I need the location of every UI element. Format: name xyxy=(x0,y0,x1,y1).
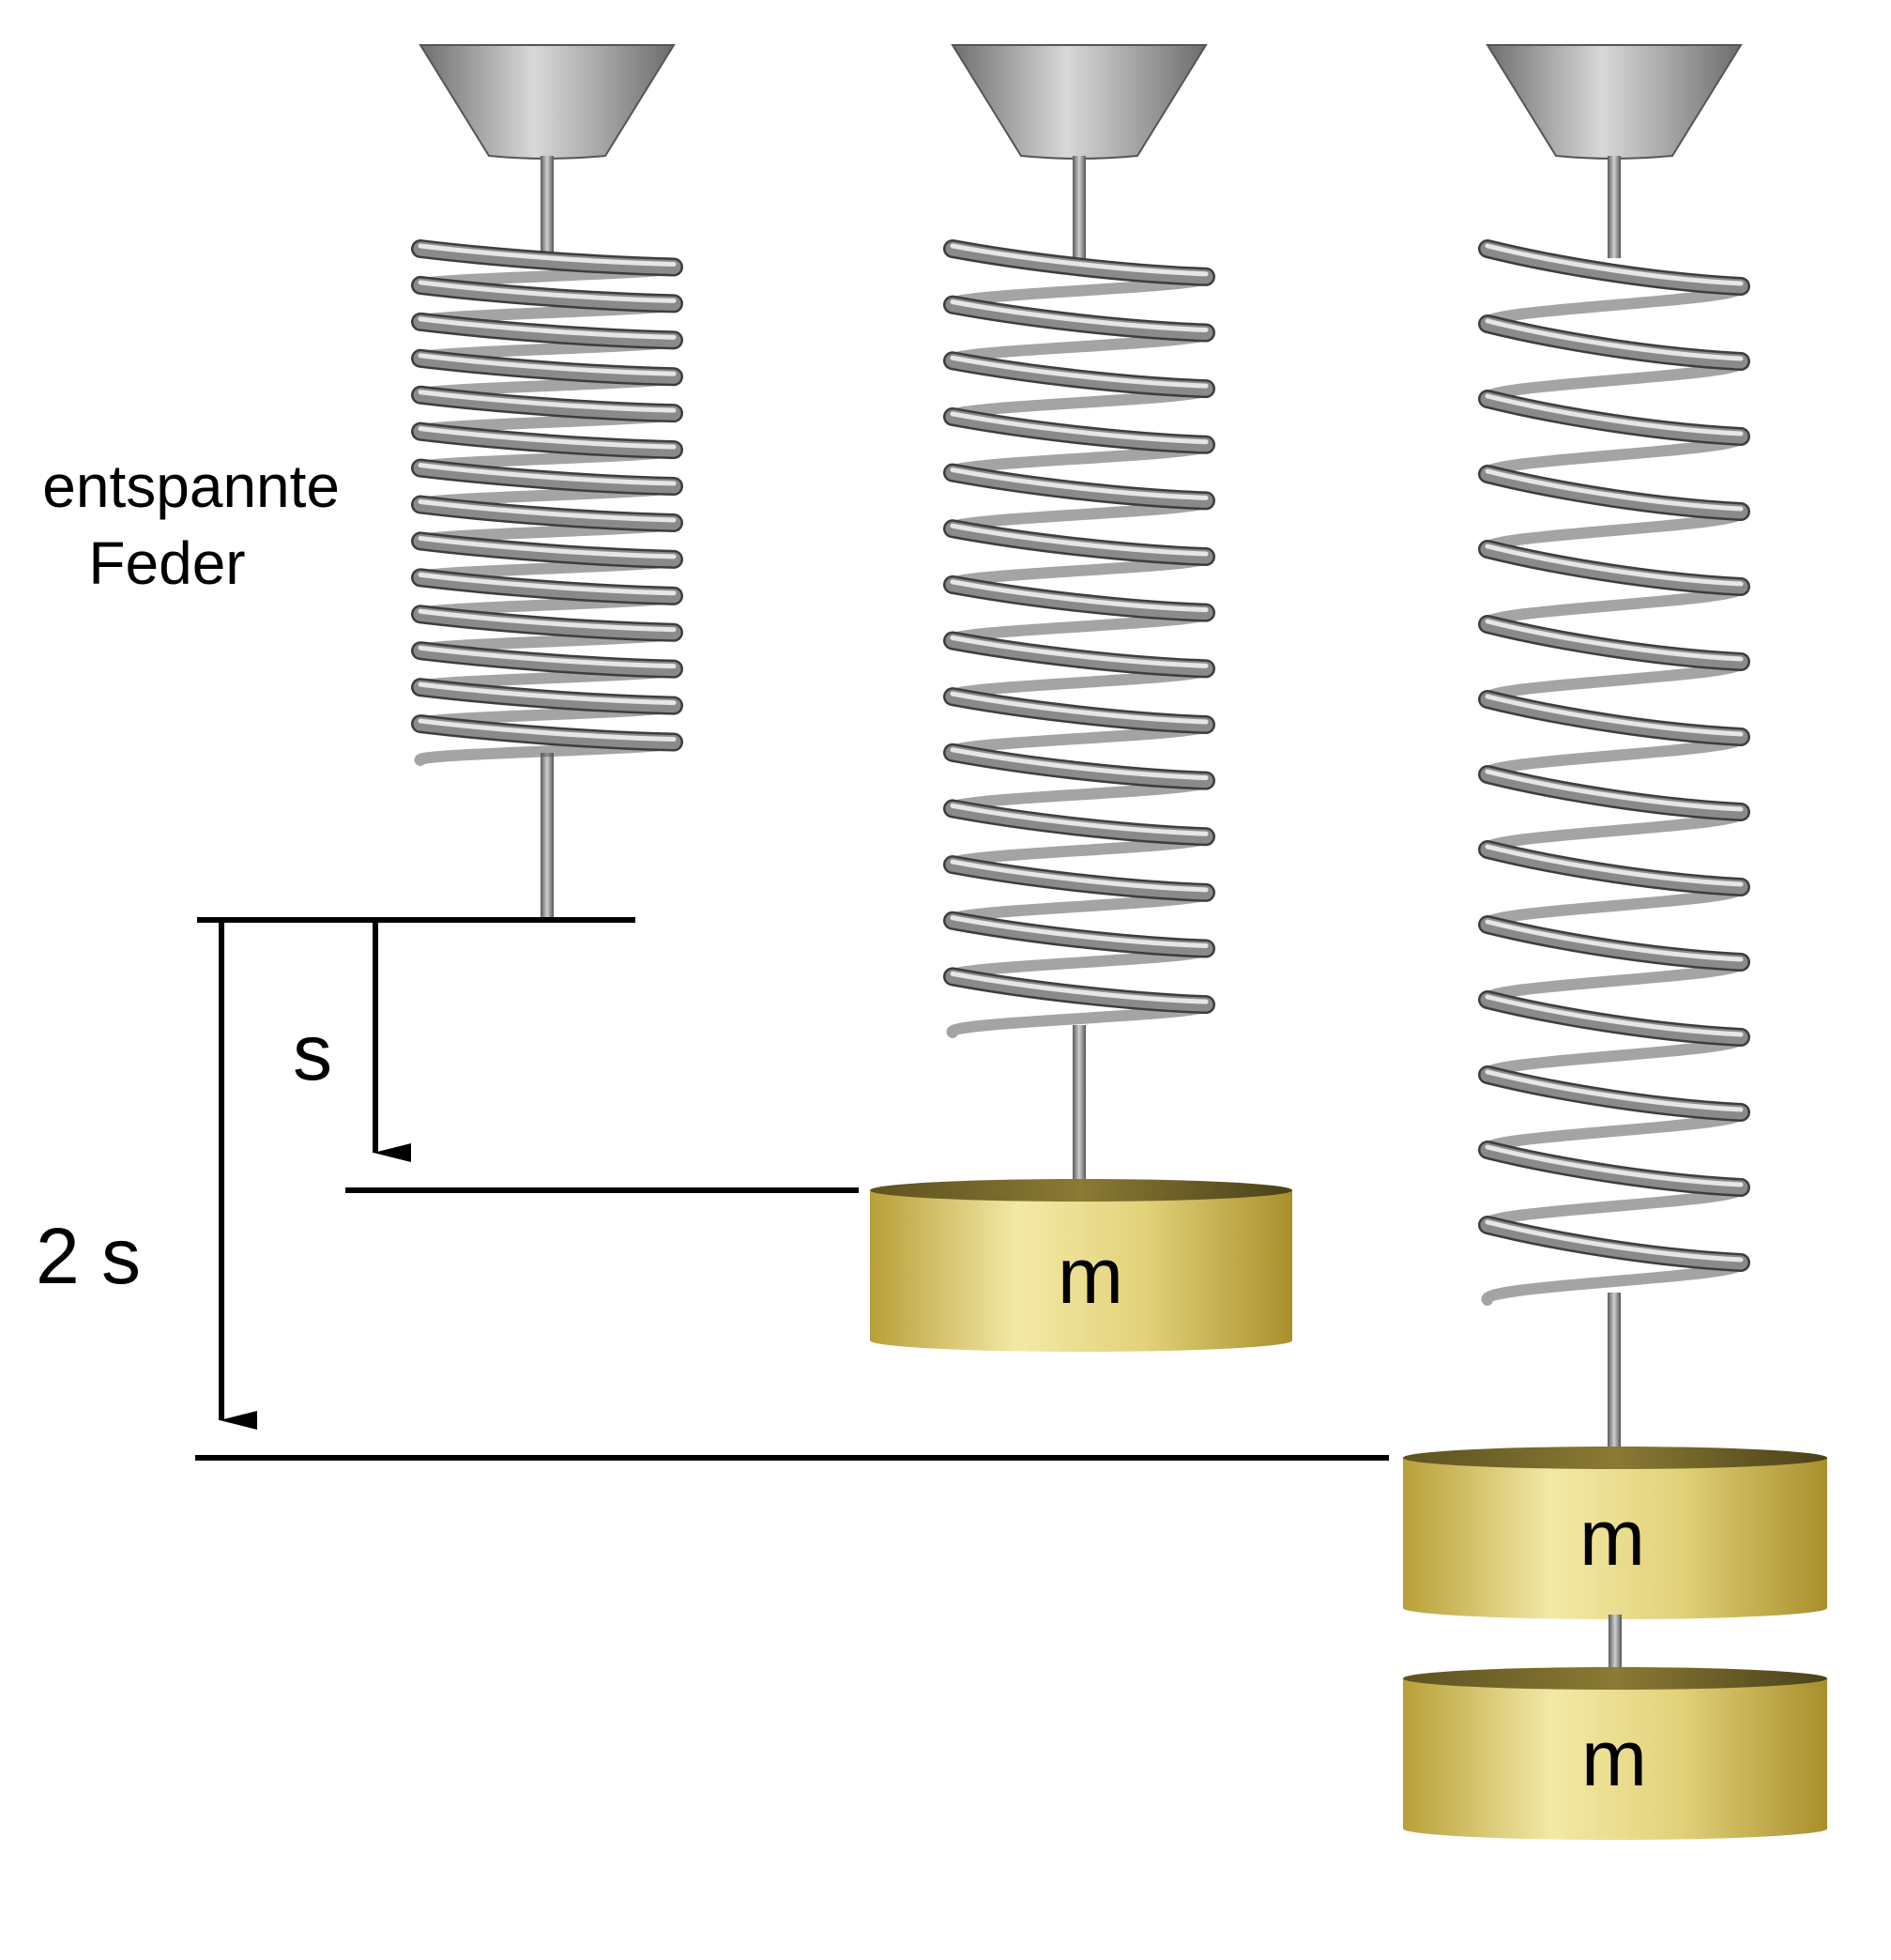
mass-weight xyxy=(870,1179,1292,1352)
spring-lower-rod xyxy=(1608,1293,1621,1458)
spring-coils xyxy=(413,241,681,750)
masses xyxy=(870,1179,1827,1840)
spring-coils-rear xyxy=(1481,281,1747,1306)
mass-bottom-edge xyxy=(1403,1817,1827,1840)
spring-upper-rod xyxy=(1608,156,1621,258)
mass-label: m xyxy=(1579,1493,1645,1582)
mass-top-face xyxy=(870,1179,1292,1202)
spring-lower-rod xyxy=(541,753,554,920)
ceiling-mount xyxy=(951,44,1208,160)
mass-connector-rod xyxy=(1609,1615,1622,1678)
mass-weight xyxy=(1403,1447,1827,1619)
mass-bottom-edge xyxy=(870,1329,1292,1352)
mass-body xyxy=(1403,1678,1827,1829)
label-displacement-s: s xyxy=(293,1008,332,1096)
spring-lower-rod xyxy=(1073,1025,1086,1190)
spring-upper-rod xyxy=(541,156,554,258)
spring-two-masses xyxy=(1478,44,1750,1458)
spring-coils-rear xyxy=(946,270,1212,1038)
mass-top-face xyxy=(1403,1447,1827,1469)
label-unloaded-spring-line1: entspannte xyxy=(42,452,340,520)
spring-coils-rear xyxy=(414,261,680,766)
spring-coils xyxy=(1480,241,1748,1270)
mass-weight xyxy=(1403,1667,1827,1840)
spring-coils xyxy=(945,241,1213,1012)
mass-body xyxy=(870,1190,1292,1340)
spring-one-mass xyxy=(943,44,1215,1190)
mass-body xyxy=(1403,1458,1827,1608)
spring-upper-rod xyxy=(1073,156,1086,258)
ceiling-mount xyxy=(1486,44,1743,160)
ceiling-mount xyxy=(419,44,676,160)
label-displacement-2s: 2 s xyxy=(36,1212,141,1300)
spring-coils-highlight xyxy=(418,243,677,743)
spring-unloaded xyxy=(411,44,683,920)
mass-top-face xyxy=(1403,1667,1827,1690)
spring-coils-highlight xyxy=(950,243,1209,1004)
spring-coils-highlight xyxy=(1485,243,1744,1263)
label-unloaded-spring-line2: Feder xyxy=(88,529,245,597)
mass-bottom-edge xyxy=(1403,1597,1827,1619)
measurement-lines xyxy=(195,917,1389,1461)
mass-label: m xyxy=(1058,1232,1123,1320)
mass-label: m xyxy=(1581,1714,1647,1802)
